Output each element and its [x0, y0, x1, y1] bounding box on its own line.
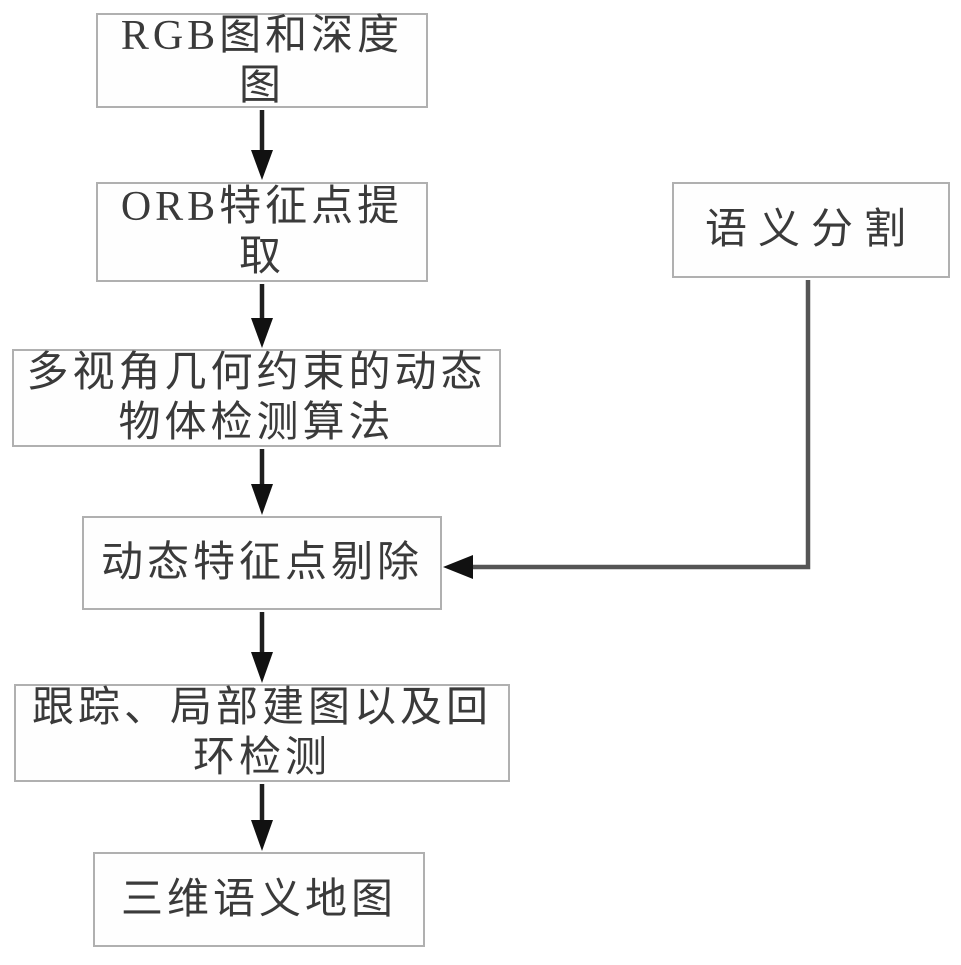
node-orb-feature-extraction: ORB特征点提取 — [96, 182, 428, 282]
arrow-tracking-to-map — [251, 784, 273, 851]
node-semantic-3d-map: 三维语义地图 — [93, 852, 425, 947]
connector-semantic-to-removal — [443, 280, 811, 579]
arrow-removal-to-tracking — [251, 612, 273, 683]
arrow-multiview-to-removal — [251, 449, 273, 515]
node-multiview-dynamic-object-detection: 多视角几何约束的动态 物体检测算法 — [12, 349, 501, 447]
arrow-orb-to-multiview — [251, 284, 273, 348]
arrow-rgb-to-orb — [251, 110, 273, 180]
node-dynamic-feature-removal: 动态特征点剔除 — [82, 516, 442, 610]
node-semantic-segmentation: 语义分割 — [672, 182, 950, 278]
node-tracking-mapping-loop-closure: 跟踪、局部建图以及回 环检测 — [14, 684, 510, 782]
node-rgb-depth-input: RGB图和深度图 — [96, 13, 428, 109]
